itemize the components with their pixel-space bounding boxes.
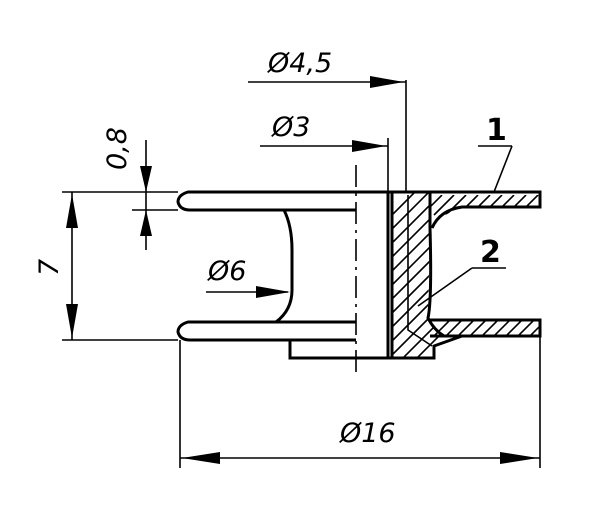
hatching xyxy=(392,193,540,358)
hatch-lower-flange xyxy=(430,320,540,336)
dim-collar-diameter: Ø4,5 xyxy=(248,48,407,192)
dim-collar-diameter-label: Ø4,5 xyxy=(267,48,332,79)
core-left-outline xyxy=(271,208,356,324)
dim-hole-diameter-label: Ø3 xyxy=(271,112,310,143)
dim-height: 7 xyxy=(34,191,178,341)
dim-core-diameter: Ø6 xyxy=(206,256,290,298)
bottom-flange-outline xyxy=(176,318,542,342)
core-right-outline xyxy=(426,193,445,338)
dim-hole-diameter: Ø3 xyxy=(260,112,389,192)
callout-part-1-label: 1 xyxy=(486,113,507,148)
dim-outer-diameter: Ø16 xyxy=(179,336,541,468)
hatch-insert xyxy=(392,193,462,358)
top-flange-outline xyxy=(176,190,542,229)
hub-step-outline xyxy=(288,334,463,360)
dim-flange-thickness: 0,8 xyxy=(102,127,178,250)
dim-outer-diameter-label: Ø16 xyxy=(339,418,396,449)
dim-height-label: 7 xyxy=(34,259,65,276)
insert-outline xyxy=(407,195,433,347)
dim-flange-thickness-label: 0,8 xyxy=(102,127,133,170)
dim-core-diameter-label: Ø6 xyxy=(207,256,246,287)
callout-part-2: 2 xyxy=(417,235,506,307)
callout-part-2-label: 2 xyxy=(480,235,501,270)
callout-part-1: 1 xyxy=(478,113,513,193)
